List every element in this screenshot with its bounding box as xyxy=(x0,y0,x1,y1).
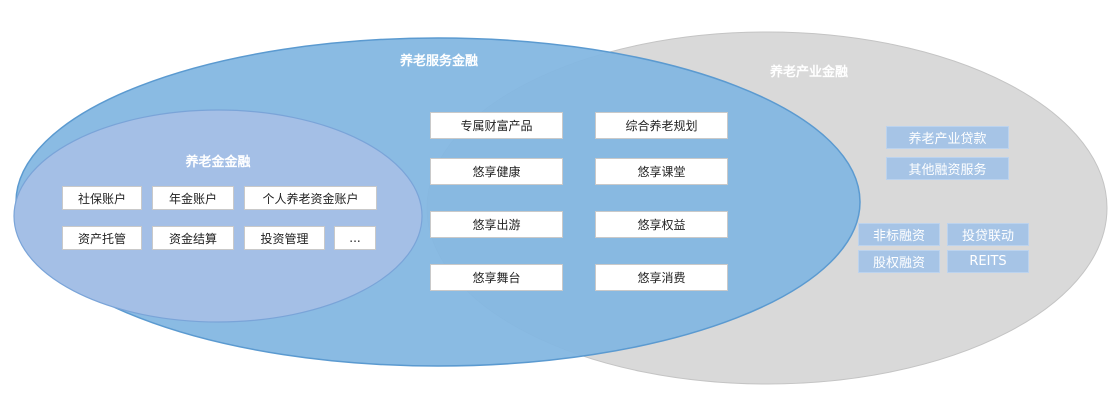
industry-item-nonstandard-financing: 非标融资 xyxy=(858,223,940,246)
pension-finance-title: 养老金金融 xyxy=(185,155,251,170)
industry-item-investment-loan-linkage: 投贷联动 xyxy=(947,223,1029,246)
industry-item-other-financing: 其他融资服务 xyxy=(886,157,1009,180)
service-item-pension-planning: 综合养老规划 xyxy=(595,112,728,139)
inner-item-custody: 资产托管 xyxy=(62,226,142,250)
inner-item-settlement: 资金结算 xyxy=(152,226,234,250)
industry-finance-title: 养老产业金融 xyxy=(769,65,849,80)
service-item-exclusive-wealth: 专属财富产品 xyxy=(430,112,563,139)
service-item-consumption: 悠享消费 xyxy=(595,264,728,291)
service-item-classroom: 悠享课堂 xyxy=(595,158,728,185)
industry-item-reits: REITS xyxy=(947,250,1029,273)
service-item-travel: 悠享出游 xyxy=(430,211,563,238)
service-item-stage: 悠享舞台 xyxy=(430,264,563,291)
inner-item-more: ... xyxy=(334,226,376,250)
pension-finance-ellipse xyxy=(13,109,423,323)
inner-item-social-security: 社保账户 xyxy=(62,186,142,210)
service-item-benefits: 悠享权益 xyxy=(595,211,728,238)
industry-item-industry-loan: 养老产业贷款 xyxy=(886,126,1009,149)
inner-item-personal-pension-account: 个人养老资金账户 xyxy=(244,186,377,210)
industry-item-equity-financing: 股权融资 xyxy=(858,250,940,273)
service-finance-title: 养老服务金融 xyxy=(399,54,479,69)
service-item-health: 悠享健康 xyxy=(430,158,563,185)
inner-item-annuity: 年金账户 xyxy=(152,186,234,210)
inner-item-investment-management: 投资管理 xyxy=(244,226,325,250)
